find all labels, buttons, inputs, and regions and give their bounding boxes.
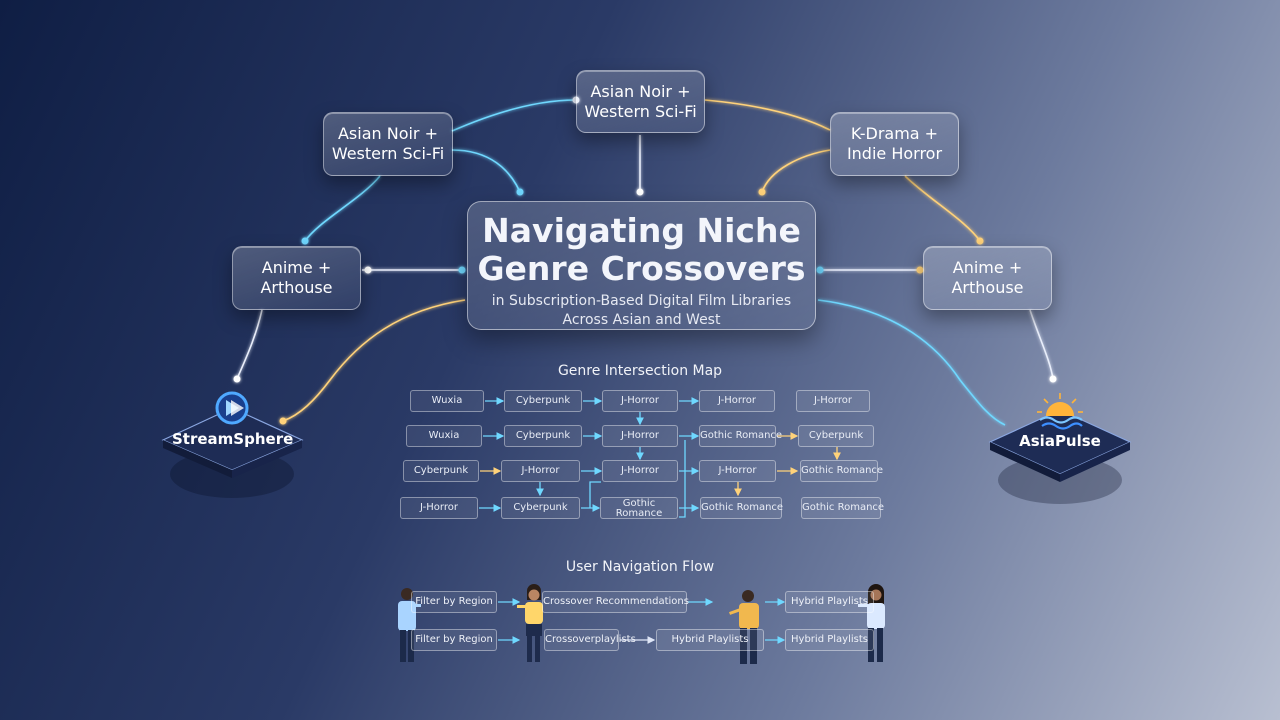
genre-cell[interactable]: Cyberpunk <box>403 460 479 482</box>
genre-cell[interactable]: Gothic Romance <box>600 497 678 519</box>
genre-cell[interactable]: Cyberpunk <box>798 425 874 447</box>
page-title-line2: Genre Crossovers <box>477 249 806 288</box>
genre-cell[interactable]: Gothic Romance <box>800 460 883 482</box>
genre-cell[interactable]: J-Horror <box>602 390 678 412</box>
node-kdrama-indie-horror[interactable]: K-Drama +Indie Horror <box>830 112 959 176</box>
node-line: Arthouse <box>260 278 333 297</box>
flow-filter-by-region[interactable]: Filter by Region <box>411 629 497 651</box>
node-asian-noir-western-scifi-top[interactable]: Asian Noir +Western Sci-Fi <box>576 70 705 133</box>
subtitle-line1: in Subscription-Based Digital Film Libra… <box>491 293 792 309</box>
link-top-to-right-upper <box>704 99 831 131</box>
node-asian-noir-western-scifi-left[interactable]: Asian Noir +Western Sci-Fi <box>323 112 453 176</box>
genre-cell[interactable]: Cyberpunk <box>504 425 582 447</box>
node-anime-arthouse-right[interactable]: Anime +Arthouse <box>923 246 1052 310</box>
node-line: Indie Horror <box>846 144 943 163</box>
genre-cell[interactable]: Gothic Romance <box>801 497 884 519</box>
flow-filter-by-region[interactable]: Filter by Region <box>411 591 497 613</box>
user-flow-title: User Navigation Flow <box>565 559 715 575</box>
person-4 <box>858 584 885 662</box>
link-center-to-left-platform <box>282 299 466 422</box>
link-left-upper-to-center <box>451 149 521 193</box>
genre-cell[interactable]: Gothic Romance <box>699 425 782 447</box>
genre-cell-text: Gothic Romance <box>615 498 663 519</box>
genre-cell[interactable]: J-Horror <box>501 460 580 482</box>
streamsphere-tile <box>161 407 304 498</box>
link-center-to-right-platform <box>817 299 1006 426</box>
genre-cell[interactable]: Gothic Romance <box>700 497 783 519</box>
link-right-mid-to-platform <box>1029 309 1054 380</box>
title-card: Navigating Niche Genre Crossovers in Sub… <box>467 201 816 330</box>
link-left-upper-to-left-mid <box>304 175 381 242</box>
person-3 <box>729 590 759 664</box>
link-left-mid-to-platform <box>236 309 263 380</box>
flow-hybrid-playlists[interactable]: Hybrid Playlists <box>656 629 764 651</box>
streamsphere-label[interactable]: StreamSphere <box>172 430 294 448</box>
node-line: K-Drama + <box>850 124 939 143</box>
genre-cell[interactable]: J-Horror <box>796 390 870 412</box>
genre-cell[interactable]: Wuxia <box>406 425 482 447</box>
node-anime-arthouse-left[interactable]: Anime +Arthouse <box>232 246 361 310</box>
genre-cell[interactable]: J-Horror <box>699 460 776 482</box>
sunrise-wave-icon <box>1037 393 1083 430</box>
genre-map-title: Genre Intersection Map <box>557 363 723 379</box>
genre-cell[interactable]: J-Horror <box>602 425 678 447</box>
subtitle-line2: Across Asian and West <box>562 312 721 328</box>
genre-cell[interactable]: J-Horror <box>400 497 478 519</box>
link-right-upper-to-center <box>761 149 831 193</box>
node-line: Anime + <box>261 258 332 277</box>
page-title-line1: Navigating Niche <box>482 211 801 250</box>
play-logo-icon <box>215 391 249 425</box>
node-line: Western Sci-Fi <box>584 101 697 121</box>
link-right-upper-to-right-mid <box>904 175 981 242</box>
genre-cell[interactable]: Cyberpunk <box>504 390 582 412</box>
flow-hybrid-playlists[interactable]: Hybrid Playlists <box>785 591 874 613</box>
flow-hybrid-playlists[interactable]: Hybrid Playlists <box>785 629 874 651</box>
node-line: Anime + <box>952 258 1023 277</box>
asiapulse-tile <box>988 409 1132 504</box>
flow-crossover-playlists[interactable]: Crossoverplaylists <box>544 629 636 651</box>
link-left-upper-to-top <box>451 99 577 132</box>
node-line: Arthouse <box>951 278 1024 297</box>
genre-cell[interactable]: Cyberpunk <box>501 497 580 519</box>
flow-crossover-recommendations[interactable]: Crossover Recommendations <box>542 591 689 613</box>
genre-cell[interactable]: Wuxia <box>410 390 484 412</box>
asiapulse-label[interactable]: AsiaPulse <box>1019 432 1101 450</box>
node-line: Asian Noir + <box>590 81 691 101</box>
node-line: Asian Noir + <box>337 124 438 143</box>
person-1 <box>398 588 421 662</box>
person-2 <box>517 584 543 662</box>
genre-cell[interactable]: J-Horror <box>699 390 775 412</box>
node-line: Western Sci-Fi <box>331 144 445 163</box>
genre-cell[interactable]: J-Horror <box>602 460 678 482</box>
